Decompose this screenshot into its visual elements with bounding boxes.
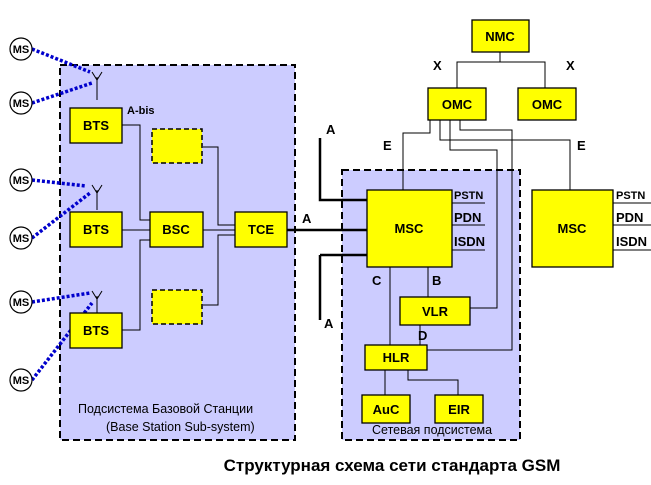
mobile-station-6: MS [9, 368, 33, 392]
ms-label-6: MS [13, 375, 30, 387]
a-interface-label-bottom: A [324, 316, 334, 331]
a-interface-bottom [318, 253, 367, 320]
msc-ext-label: MSC [558, 221, 588, 236]
bts-box-2 [69, 211, 123, 248]
mobile-station-2: MS [9, 91, 33, 115]
mobile-station-3: MS [9, 168, 33, 192]
ms-label-2: MS [13, 98, 30, 110]
a-interface-label-top: A [326, 122, 336, 137]
omc-label-1: OMC [442, 97, 473, 112]
bsc-box [149, 211, 204, 248]
nmc-box [471, 19, 530, 53]
ms-label-4: MS [13, 233, 30, 245]
auc-label: AuC [373, 402, 400, 417]
bsc-label: BSC [162, 222, 190, 237]
nss-links [384, 267, 459, 395]
x-interface-label-right: X [566, 58, 575, 73]
b-interface-label: B [432, 273, 441, 288]
ms-label-1: MS [13, 44, 30, 56]
ms-label-5: MS [13, 297, 30, 309]
auc-box [361, 394, 411, 424]
bts-box-1 [69, 107, 123, 144]
hlr-label: HLR [383, 350, 410, 365]
msc-ext-box [531, 189, 614, 268]
network-pstn-main: PSTN [454, 190, 483, 202]
management-links [402, 52, 571, 351]
msc-main-label: MSC [395, 221, 425, 236]
bts-box-3 [69, 312, 123, 349]
bts-label-2: BTS [83, 222, 109, 237]
placeholder-box-bottom [151, 289, 203, 325]
network-pstn-ext: PSTN [616, 190, 645, 202]
mobile-station-4: MS [9, 226, 33, 250]
network-isdn-main: ISDN [454, 234, 485, 249]
e-interface-label-left: E [383, 138, 392, 153]
e-interface-label-right: E [577, 138, 586, 153]
mobile-station-1: MS [9, 37, 33, 61]
c-interface-label: C [372, 273, 382, 288]
omc-label-2: OMC [532, 97, 563, 112]
diagram-title: Структурная схема сети стандарта GSM [224, 456, 561, 475]
a-interface-top [318, 138, 367, 202]
tce-box [234, 211, 288, 248]
tce-label: TCE [248, 222, 274, 237]
bts-label-3: BTS [83, 323, 109, 338]
ms-label-3: MS [13, 175, 30, 187]
network-pdn-ext: PDN [616, 210, 643, 225]
abis-interface-label: A-bis [127, 105, 155, 117]
mobile-station-5: MS [9, 290, 33, 314]
a-interface-label-tce: A [302, 211, 312, 226]
network-isdn-ext: ISDN [616, 234, 647, 249]
x-interface-label-left: X [433, 58, 442, 73]
hlr-box [364, 344, 428, 371]
bss-region-label-1: Подсистема Базовой Станции [78, 402, 253, 416]
nmc-label: NMC [485, 29, 515, 44]
bts-label-1: BTS [83, 118, 109, 133]
antennas [91, 71, 103, 315]
omc-box-2 [517, 87, 577, 121]
omc-box-1 [427, 87, 487, 121]
bss-region-label-2: (Base Station Sub-system) [106, 420, 255, 434]
bss-links [122, 124, 235, 331]
d-interface-label: D [418, 328, 427, 343]
network-stubs [452, 202, 651, 251]
placeholder-box-top [151, 128, 203, 164]
eir-label: EIR [448, 402, 470, 417]
vlr-box [399, 296, 471, 326]
msc-main-box [366, 189, 453, 268]
network-pdn-main: PDN [454, 210, 481, 225]
eir-box [434, 394, 484, 424]
vlr-label: VLR [422, 304, 449, 319]
nss-region-label: Сетевая подсистема [372, 423, 492, 437]
